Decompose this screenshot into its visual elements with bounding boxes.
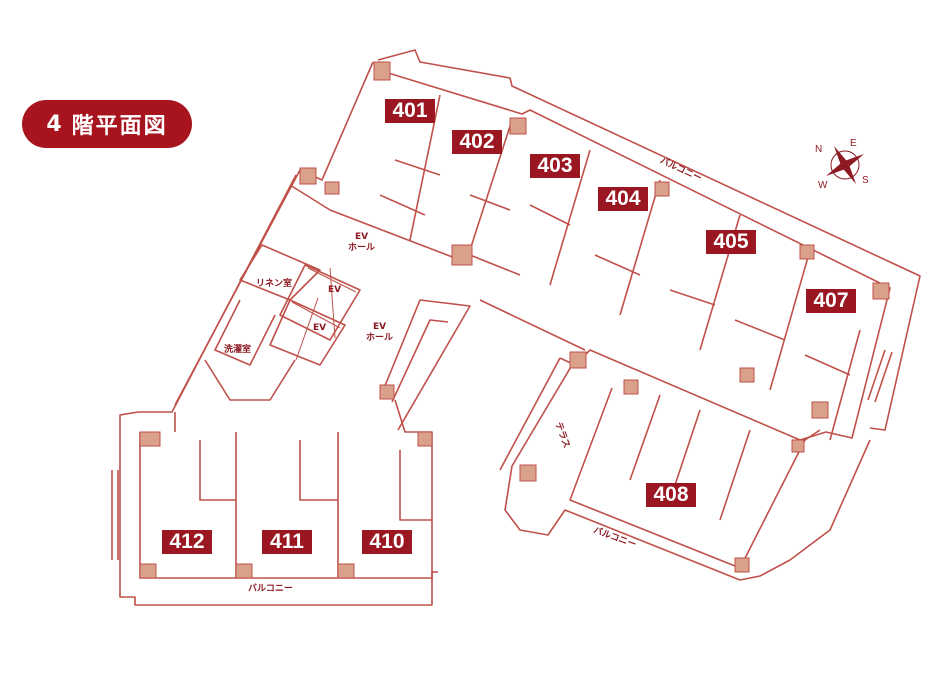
linen-room-label: リネン室 <box>256 279 293 289</box>
floor-title-text: 階平面図 <box>71 114 168 139</box>
compass-n: N <box>815 144 823 155</box>
compass-s: S <box>862 175 869 186</box>
balcony-label-bottom: バルコニー <box>248 584 293 594</box>
laundry-room-label: 洗濯室 <box>224 345 252 355</box>
ev-hall-label-upper: EV ホール <box>348 232 376 253</box>
ev-label-lower: EV <box>313 323 327 333</box>
room-407: 407 <box>806 289 856 313</box>
room-401: 401 <box>385 99 435 123</box>
ev-hall-label-lower: EV ホール <box>366 322 394 343</box>
ev-label-upper: EV <box>328 285 342 295</box>
compass-e: E <box>850 138 857 149</box>
compass-icon <box>825 145 865 185</box>
room-404: 404 <box>598 187 648 211</box>
room-402: 402 <box>452 130 502 154</box>
room-412: 412 <box>162 530 212 554</box>
floor-title: 4 階平面図 <box>22 100 192 148</box>
room-410: 410 <box>362 530 412 554</box>
room-405: 405 <box>706 230 756 254</box>
room-403: 403 <box>530 154 580 178</box>
room-408: 408 <box>646 483 696 507</box>
room-411: 411 <box>262 530 312 554</box>
compass-w: W <box>818 180 828 191</box>
floor-number: 4 <box>46 111 64 137</box>
